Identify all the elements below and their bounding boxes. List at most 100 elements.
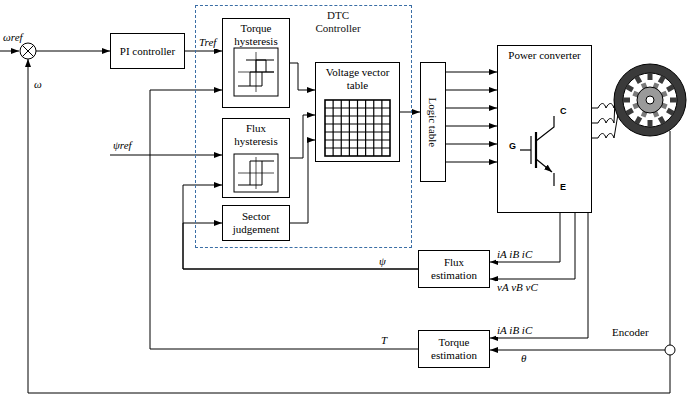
signal-arrow	[400, 112, 420, 113]
logic-box: Logic table	[420, 62, 446, 182]
signal-arrow	[290, 63, 315, 90]
hysteresis-symbol	[234, 154, 278, 192]
igbt-emitter	[553, 173, 554, 186]
terminal-label: E	[559, 182, 567, 192]
node-label: Power converter	[508, 49, 580, 62]
signal-arrow	[290, 140, 315, 223]
grid-line	[325, 147, 390, 148]
node-label: Sector judgement	[225, 210, 287, 235]
signal-label: ωref	[2, 31, 24, 44]
estimator-box: Torque estimation	[418, 330, 490, 368]
encoder-symbol	[665, 345, 675, 355]
junction-cross	[22, 45, 33, 56]
estimator-box: Flux estimation	[418, 250, 490, 288]
signal-arrow	[490, 213, 560, 262]
hysteresis-symbol	[234, 48, 278, 96]
gate-signal-line	[446, 90, 497, 91]
node-label: Logic table	[427, 97, 440, 147]
stator-tooth	[648, 120, 653, 127]
signal-arrow	[290, 115, 315, 158]
process-box: Sector judgement	[222, 205, 290, 241]
signal-arrow	[446, 108, 497, 109]
igbt-channel	[535, 132, 537, 168]
node-label: Torque hysteresis	[225, 22, 287, 47]
phase-wire	[592, 100, 615, 123]
flux-ref-line	[110, 155, 222, 156]
stator-tooth	[648, 73, 653, 80]
input-line	[0, 51, 19, 52]
grid-line	[325, 139, 390, 140]
signal-label: Tref	[198, 36, 217, 49]
signal-arrow	[183, 223, 418, 269]
summing-junction	[20, 43, 36, 59]
node-label: DTC Controller	[310, 9, 366, 34]
vector-table-grid	[325, 100, 390, 156]
signal-label: ψref	[112, 139, 133, 152]
gate-signal-line	[446, 72, 497, 73]
phase-wire	[592, 114, 618, 138]
signal-arrow	[490, 350, 665, 351]
hysteresis-box: Flux hysteresis	[222, 118, 290, 198]
signal-label: iA iB iC	[496, 248, 533, 261]
hysteresis-box: Torque hysteresis	[222, 18, 290, 108]
junction-cross	[22, 45, 33, 56]
process-box: PI controller	[110, 33, 185, 69]
node-label: Flux hysteresis	[225, 122, 287, 147]
stator-tooth	[623, 98, 630, 103]
signal-label: ψ	[378, 255, 387, 268]
grid-line	[325, 115, 390, 116]
igbt-gate	[530, 136, 531, 164]
terminal-label: C	[559, 106, 568, 116]
grid-line	[325, 131, 390, 132]
signal-arrow	[183, 185, 418, 269]
signal-arrow	[150, 90, 418, 349]
motor-rotor	[637, 87, 663, 113]
signal-label: vA vB vC	[496, 281, 539, 294]
grid-line	[325, 107, 390, 108]
stator-tooth	[637, 117, 641, 123]
node-label: PI controller	[120, 45, 175, 58]
hysteresis-loop	[238, 60, 274, 86]
stator-tooth	[667, 110, 673, 114]
gate-signal-line	[446, 162, 497, 163]
signal-label: iA iB iC	[496, 324, 533, 337]
igbt-collector	[536, 116, 554, 141]
axis-line	[256, 157, 257, 189]
motor-stator	[614, 64, 686, 136]
terminal-label: G	[508, 141, 517, 151]
signal-label: T	[380, 334, 388, 347]
signal-arrow	[185, 51, 222, 52]
igbt-emitter	[536, 159, 552, 172]
encoder-node: Encoder	[612, 326, 678, 358]
signal-arrow	[490, 213, 588, 338]
signal-label: θ	[520, 352, 527, 365]
converter-box: Power converter	[497, 45, 592, 213]
shaft-line	[670, 131, 671, 345]
motor-bore	[623, 73, 677, 127]
stator-tooth	[660, 77, 664, 83]
stator-tooth	[627, 87, 633, 91]
node-label: Flux estimation	[421, 256, 487, 281]
error-line	[36, 51, 110, 52]
stator-tooth	[637, 77, 641, 83]
grid-line	[325, 123, 390, 124]
signal-label: ω	[33, 78, 43, 91]
stator-tooth	[667, 87, 673, 91]
signal-arrow	[490, 213, 575, 279]
hysteresis-loop	[238, 161, 274, 185]
stator-tooth	[627, 110, 633, 114]
node-label: Encoder	[612, 326, 649, 339]
stator-tooth	[660, 117, 664, 123]
stator-tooth	[670, 98, 677, 103]
controller-group: DTC ControllerTorque hysteresisFlux hyst…	[195, 5, 412, 248]
table-box: Voltage vector table	[315, 62, 400, 162]
igbt-gate	[520, 149, 531, 150]
gate-signal-line	[446, 126, 497, 127]
motor-shaft	[646, 96, 654, 104]
node-label: Torque estimation	[421, 336, 487, 361]
